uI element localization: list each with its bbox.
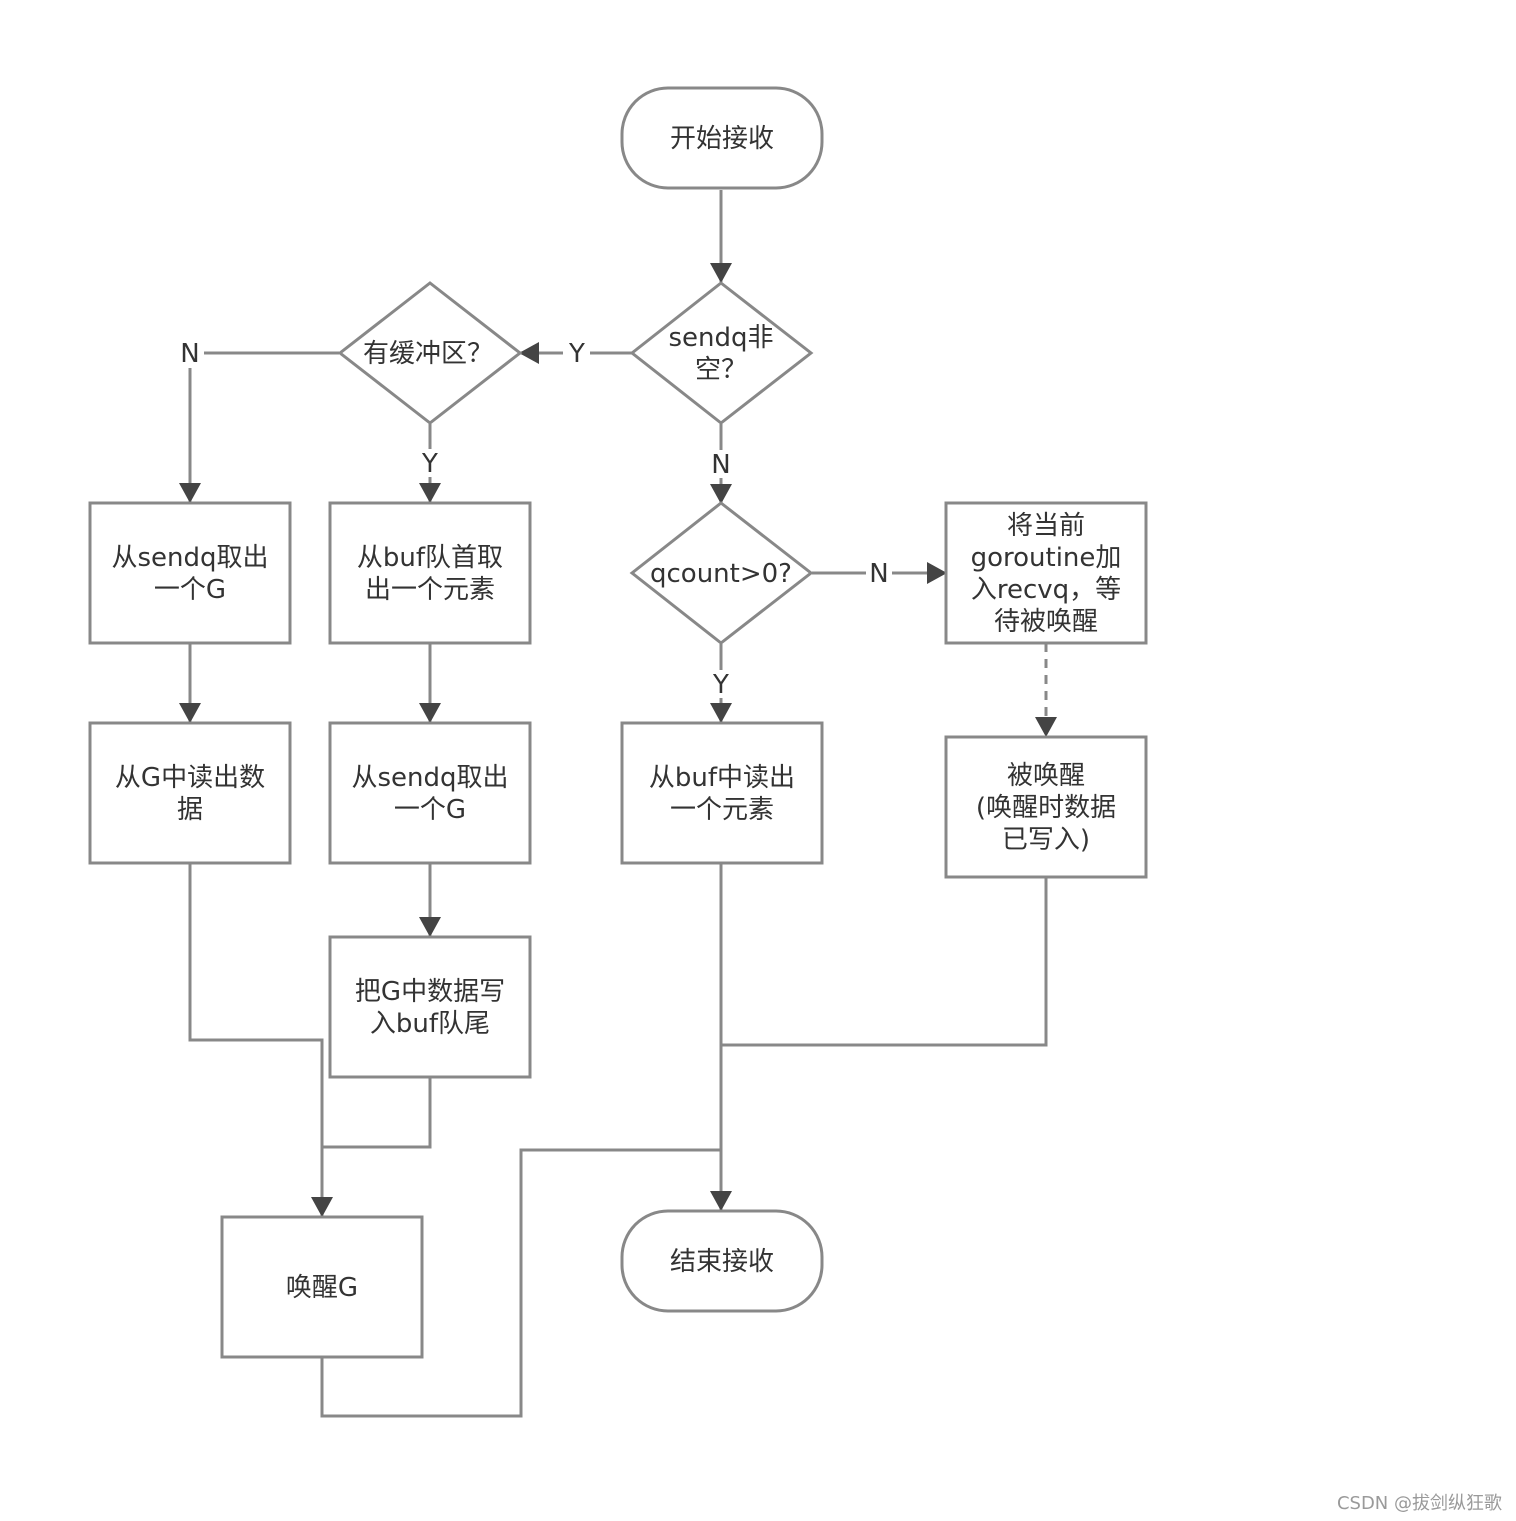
node-end: 结束接收	[620, 1209, 824, 1313]
node-qcount-check: qcount>0?	[629, 501, 814, 645]
node-label-line: 从sendq取出	[111, 543, 268, 573]
node-read-from-g-label: 从G中读出数据	[115, 763, 265, 825]
edge-label-qcount-yes: Y	[712, 670, 729, 700]
node-woken-label: 被唤醒(唤醒时数据已写入)	[976, 761, 1116, 855]
node-take-buf-head: 从buf队首取出一个元素	[328, 501, 532, 645]
node-label-line: goroutine加	[971, 543, 1122, 573]
node-read-from-buf: 从buf中读出一个元素	[620, 721, 824, 865]
node-read-from-buf-label: 从buf中读出一个元素	[649, 763, 795, 825]
node-wake-g-label: 唤醒G	[286, 1273, 358, 1303]
node-label-line: 将当前	[1007, 511, 1085, 541]
node-label-line: 出一个元素	[365, 575, 495, 605]
edge-label-sendq-no: N	[711, 450, 730, 480]
node-take-g-from-sendq: 从sendq取出一个G	[88, 501, 292, 645]
edge-write-tail-to-wake-g	[322, 1077, 432, 1149]
edge-woken-to-end	[721, 877, 1048, 1047]
node-label-line: 入buf队尾	[370, 1009, 490, 1039]
node-label-line: 待被唤醒	[994, 607, 1098, 637]
node-label-line: 从buf中读出	[649, 763, 795, 793]
edge-label-buffer-yes: Y	[421, 449, 438, 479]
edge-label-qcount-no: N	[869, 559, 888, 589]
node-start-label: 开始接收	[670, 124, 774, 154]
node-take-g-from-sendq-2: 从sendq取出一个G	[328, 721, 532, 865]
node-label-line: (唤醒时数据	[976, 793, 1116, 823]
node-label-line: 一个G	[394, 795, 466, 825]
watermark: CSDN @拔剑纵狂歌	[1336, 1493, 1502, 1514]
edge-label-sendq-yes: Y	[568, 339, 585, 369]
node-start: 开始接收	[620, 86, 824, 190]
node-woken: 被唤醒(唤醒时数据已写入)	[944, 735, 1148, 879]
node-take-g-from-sendq-label: 从sendq取出一个G	[111, 543, 268, 605]
node-label-line: 结束接收	[670, 1247, 774, 1277]
node-label-line: 已写入)	[1002, 825, 1090, 855]
node-read-from-g: 从G中读出数据	[88, 721, 292, 865]
node-buffer-check: 有缓冲区？	[337, 281, 523, 425]
node-sendq-check-label: sendq非空？	[668, 323, 773, 385]
node-label-line: 有缓冲区？	[363, 339, 493, 369]
node-write-buf-tail-label: 把G中数据写入buf队尾	[355, 977, 505, 1039]
node-label-line: 据	[177, 795, 203, 825]
node-end-label: 结束接收	[670, 1247, 774, 1277]
nodes: 开始接收 结束接收 sendq非空？ 有缓冲区？ qcount>0? 从send…	[88, 86, 1148, 1359]
node-label-line: 从buf队首取	[357, 543, 503, 573]
node-label-line: 开始接收	[670, 124, 774, 154]
node-label-line: sendq非	[668, 323, 773, 353]
node-buffer-check-label: 有缓冲区？	[363, 339, 493, 369]
edges: buffer? --> qcount? --> take G from send…	[179, 190, 1057, 1418]
node-label-line: 空？	[695, 355, 747, 385]
node-label-line: 入recvq，等	[971, 575, 1121, 605]
node-write-buf-tail: 把G中数据写入buf队尾	[328, 935, 532, 1079]
edge-label-buffer-no: N	[180, 339, 199, 369]
edge-wake-g-to-end	[320, 1148, 721, 1418]
node-label-line: 被唤醒	[1007, 761, 1085, 791]
node-take-buf-head-label: 从buf队首取出一个元素	[357, 543, 503, 605]
edge-read-g-to-wake-g	[188, 863, 333, 1217]
node-label-line: 从sendq取出	[351, 763, 508, 793]
node-qcount-check-label: qcount>0?	[650, 559, 792, 589]
node-label-line: 把G中数据写	[355, 977, 505, 1007]
node-take-g-from-sendq-2-label: 从sendq取出一个G	[351, 763, 508, 825]
node-sendq-check: sendq非空？	[629, 281, 814, 425]
edge-labels: Y N N Y N Y	[180, 339, 888, 700]
node-label-line: 一个G	[154, 575, 226, 605]
node-label-line: 一个元素	[670, 795, 774, 825]
node-label-line: qcount>0?	[650, 559, 792, 589]
node-label-line: 唤醒G	[286, 1273, 358, 1303]
node-label-line: 从G中读出数	[115, 763, 265, 793]
node-wake-g: 唤醒G	[220, 1215, 424, 1359]
